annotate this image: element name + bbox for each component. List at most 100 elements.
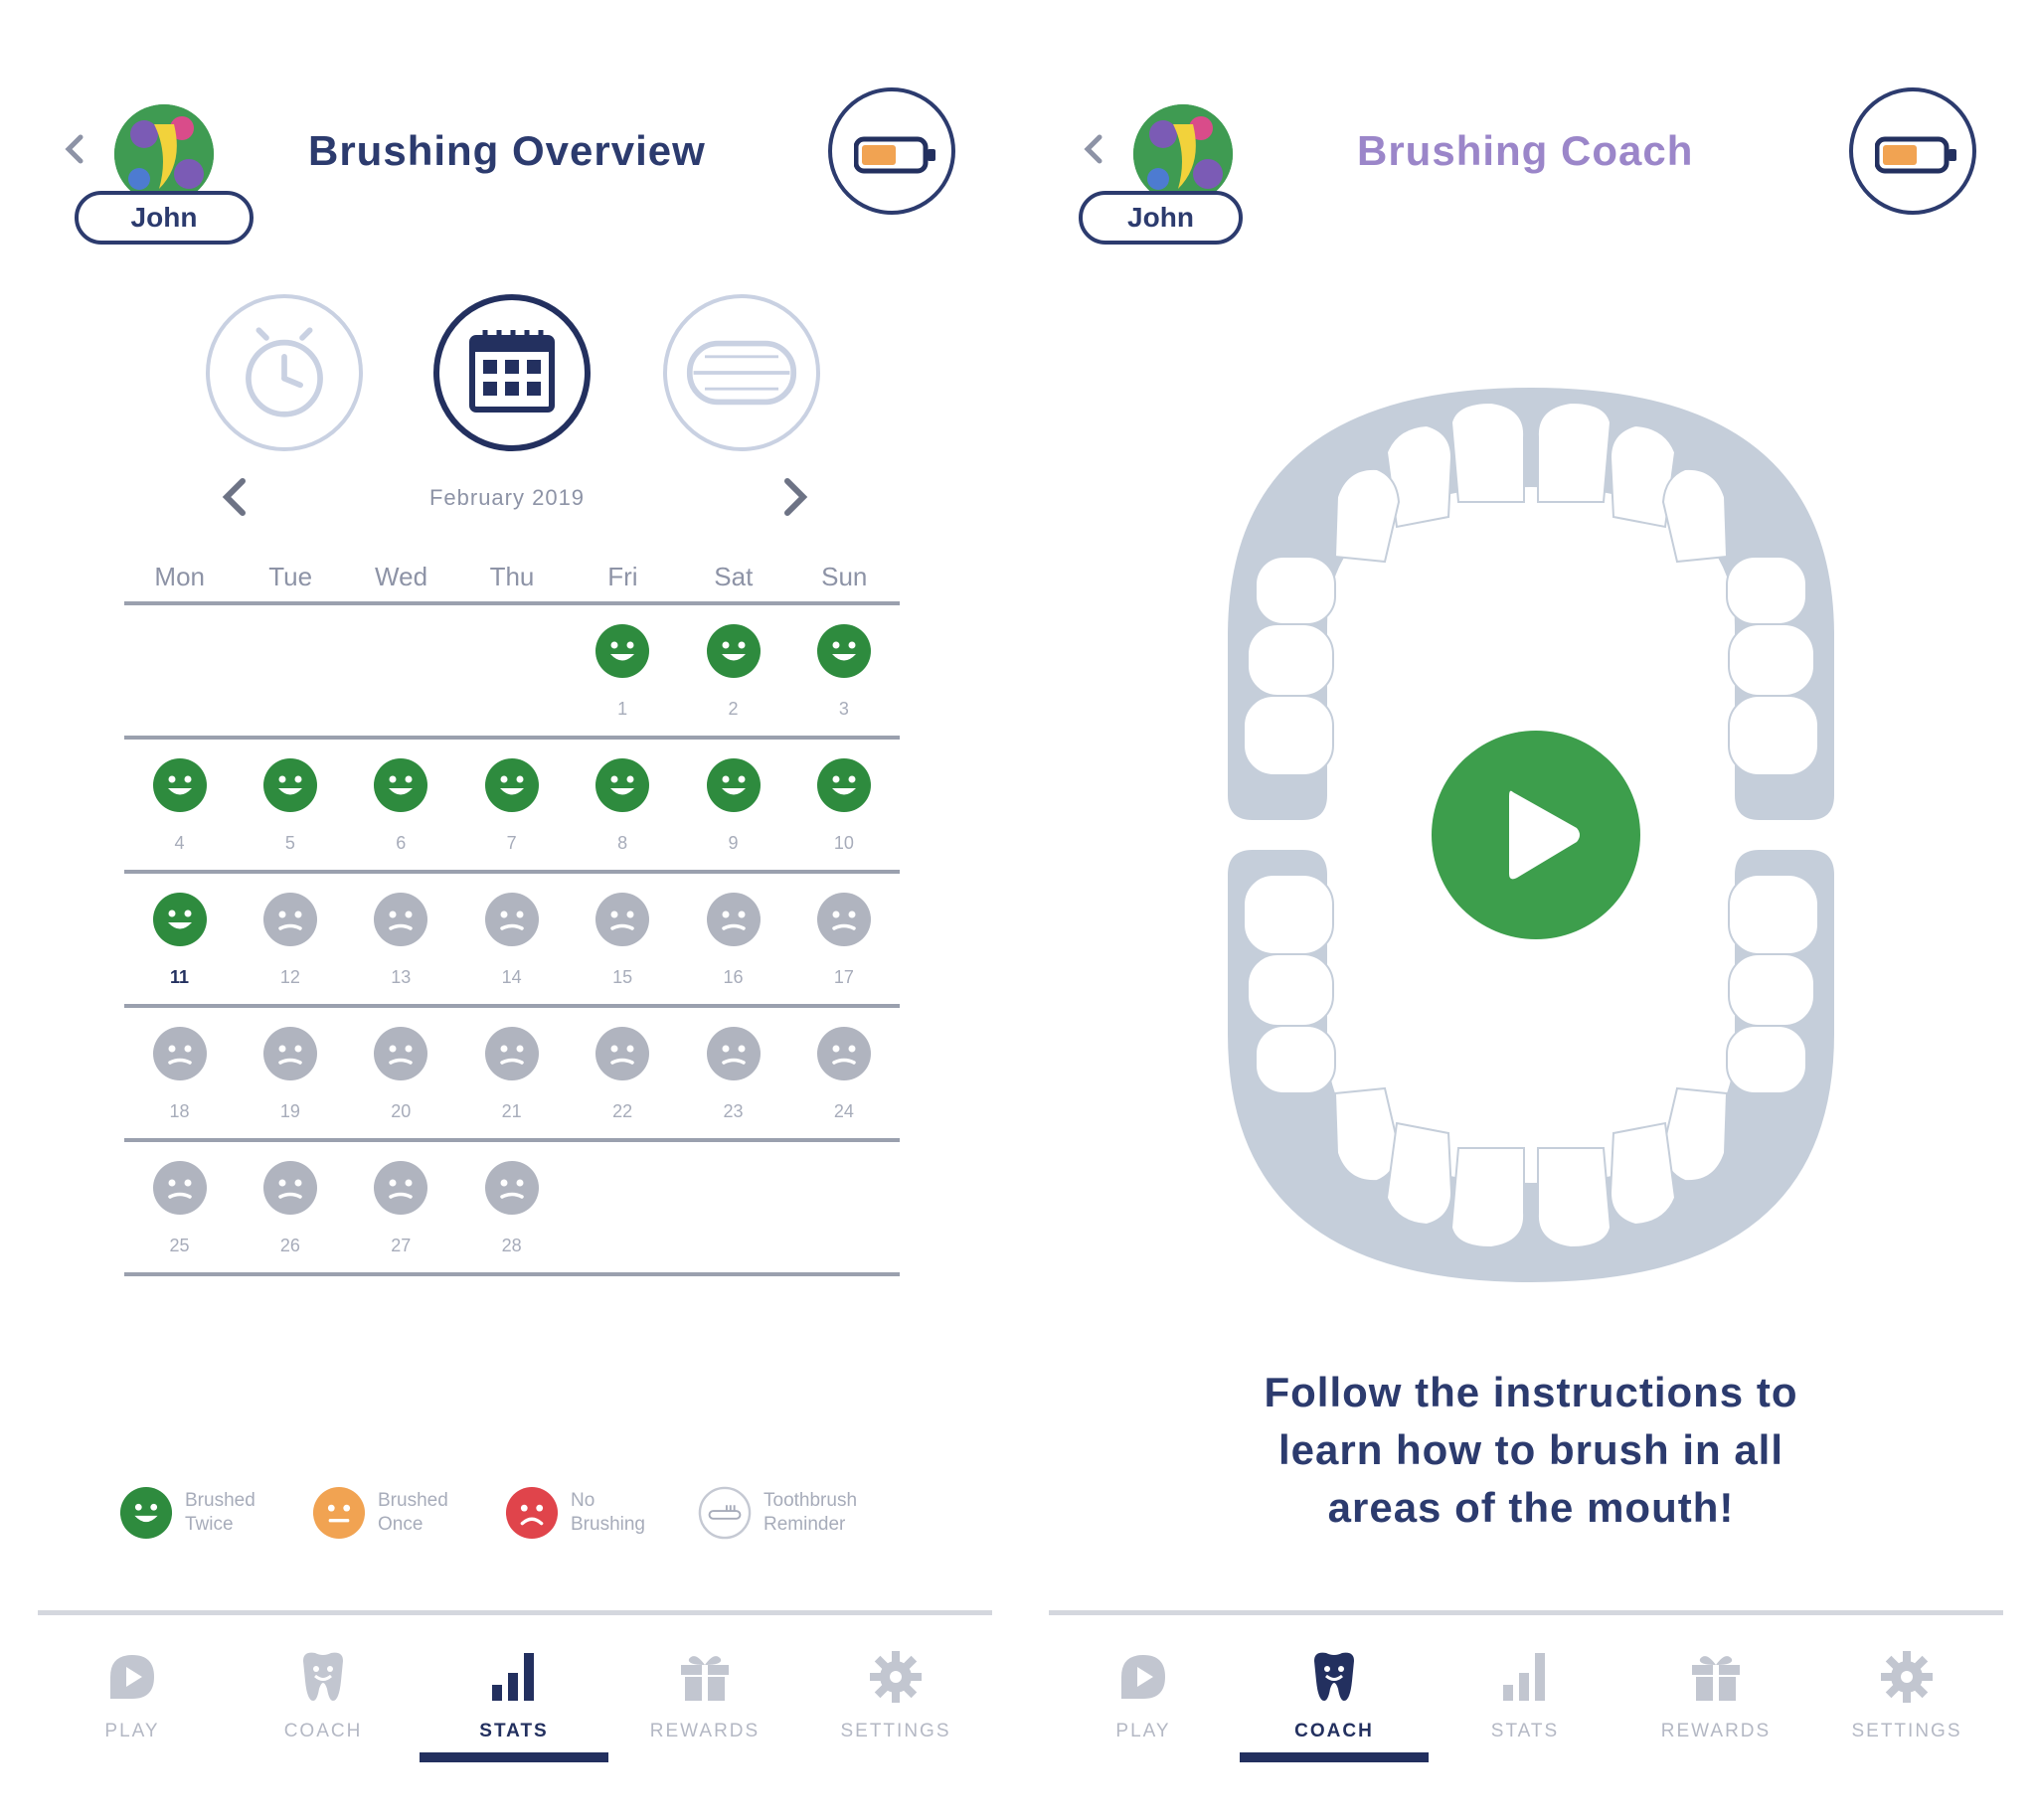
calendar-day[interactable]: 26 [235,1160,345,1256]
calendar-day[interactable]: 1 [568,623,678,720]
calendar-day[interactable]: 18 [124,1026,235,1122]
upcoming-day-face-icon [262,892,318,947]
calendar-day[interactable]: 14 [456,892,567,988]
brushed-twice-face-icon [484,757,540,813]
calendar-day[interactable]: 4 [124,757,235,854]
chevron-left-icon [222,478,246,516]
tab-settings[interactable]: SETTINGS [801,1645,990,1742]
active-tab-indicator [1240,1752,1429,1762]
calendar-day[interactable]: 12 [235,892,345,988]
calendar-day[interactable]: 27 [346,1160,456,1256]
instructions-line-3: areas of the mouth! [1327,1484,1735,1531]
battery-button[interactable] [828,87,955,215]
weekday-label: Sat [714,562,754,591]
upcoming-day-face-icon [152,1026,208,1081]
tab-label: REWARDS [1660,1721,1772,1741]
legend-label-line: No [571,1490,595,1511]
calendar-day[interactable]: 9 [678,757,788,854]
play-icon [1509,790,1580,880]
calendar-day[interactable]: 15 [568,892,678,988]
brushed-twice-face-icon [152,892,208,947]
calendar-day[interactable]: 11 [124,892,235,988]
back-chevron-icon[interactable] [1074,129,1113,169]
teeth-diagram-icon [1228,388,1834,1282]
upcoming-day-face-icon [262,1160,318,1216]
play-button[interactable] [1432,731,1640,939]
calendar-day[interactable]: 8 [568,757,678,854]
upcoming-day-face-icon [373,1160,428,1216]
stopwatch-icon [246,327,323,417]
tab-coach[interactable]: COACH [229,1645,418,1742]
calendar-icon [469,330,555,413]
profile-name-pill[interactable]: John [75,191,254,245]
calendar-day[interactable]: 28 [456,1160,567,1256]
calendar-day[interactable]: 16 [678,892,788,988]
upcoming-day-face-icon [373,1026,428,1081]
legend-label-line: Reminder [764,1514,846,1535]
day-number: 8 [617,833,628,853]
tab-rewards[interactable]: REWARDS [610,1645,799,1742]
avatar[interactable] [114,104,214,204]
brushed-twice-face-icon [706,757,762,813]
tab-stats[interactable]: STATS [420,1645,608,1742]
calendar-day[interactable]: 7 [456,757,567,854]
calendar-day[interactable]: 20 [346,1026,456,1122]
chevron-right-icon [784,478,808,516]
tab-settings[interactable]: SETTINGS [1812,1645,2001,1742]
next-month-button[interactable] [764,467,823,527]
calendar-day[interactable]: 13 [346,892,456,988]
tab-stats[interactable]: STATS [1431,1645,1619,1742]
avatar[interactable] [1133,104,1233,204]
brushed-twice-face-icon [816,757,872,813]
tab-label: SETTINGS [840,1721,951,1741]
calendar-mode-button[interactable] [433,294,591,451]
calendar-day[interactable]: 10 [788,757,899,854]
previous-month-button[interactable] [207,467,266,527]
tab-label: COACH [283,1721,363,1741]
bar-chart-icon [1503,1653,1545,1701]
calendar-day[interactable]: 2 [678,623,788,720]
calendar-day[interactable]: 25 [124,1160,235,1256]
calendar-day[interactable]: 19 [235,1026,345,1122]
brushed-twice-face-icon [262,757,318,813]
tab-coach[interactable]: COACH [1240,1645,1429,1742]
calendar-day[interactable]: 21 [456,1026,567,1122]
day-number: 26 [279,1236,300,1255]
calendar-day[interactable]: 3 [788,623,899,720]
day-number: 3 [838,699,849,719]
calendar-day[interactable]: 6 [346,757,456,854]
tooth-icon [1314,1652,1354,1701]
instructions-line-1: Follow the instructions to [1264,1369,1798,1415]
day-number: 22 [612,1101,633,1121]
day-number: 16 [723,967,744,987]
tab-play[interactable]: PLAY [38,1645,227,1742]
gear-icon [1881,1651,1933,1703]
tab-play[interactable]: PLAY [1049,1645,1238,1742]
calendar-day[interactable]: 17 [788,892,899,988]
calendar-day[interactable]: 5 [235,757,345,854]
back-chevron-icon[interactable] [55,129,94,169]
tab-rewards[interactable]: REWARDS [1621,1645,1810,1742]
calendar-day[interactable]: 22 [568,1026,678,1122]
profile-name-pill[interactable]: John [1079,191,1243,245]
day-number: 14 [501,967,522,987]
page-title: Brushing Overview [308,127,706,174]
battery-button[interactable] [1849,87,1976,215]
calendar-day[interactable]: 23 [678,1026,788,1122]
day-number: 6 [396,833,407,853]
tab-label: PLAY [1115,1721,1171,1741]
legend-label-line: Brushing [571,1514,645,1535]
teeth-mode-button[interactable] [663,294,820,451]
calendar-day[interactable]: 24 [788,1026,899,1122]
timer-mode-button[interactable] [206,294,363,451]
upcoming-day-face-icon [262,1026,318,1081]
page-title: Brushing Coach [1357,127,1694,174]
battery-icon [1875,136,1956,174]
